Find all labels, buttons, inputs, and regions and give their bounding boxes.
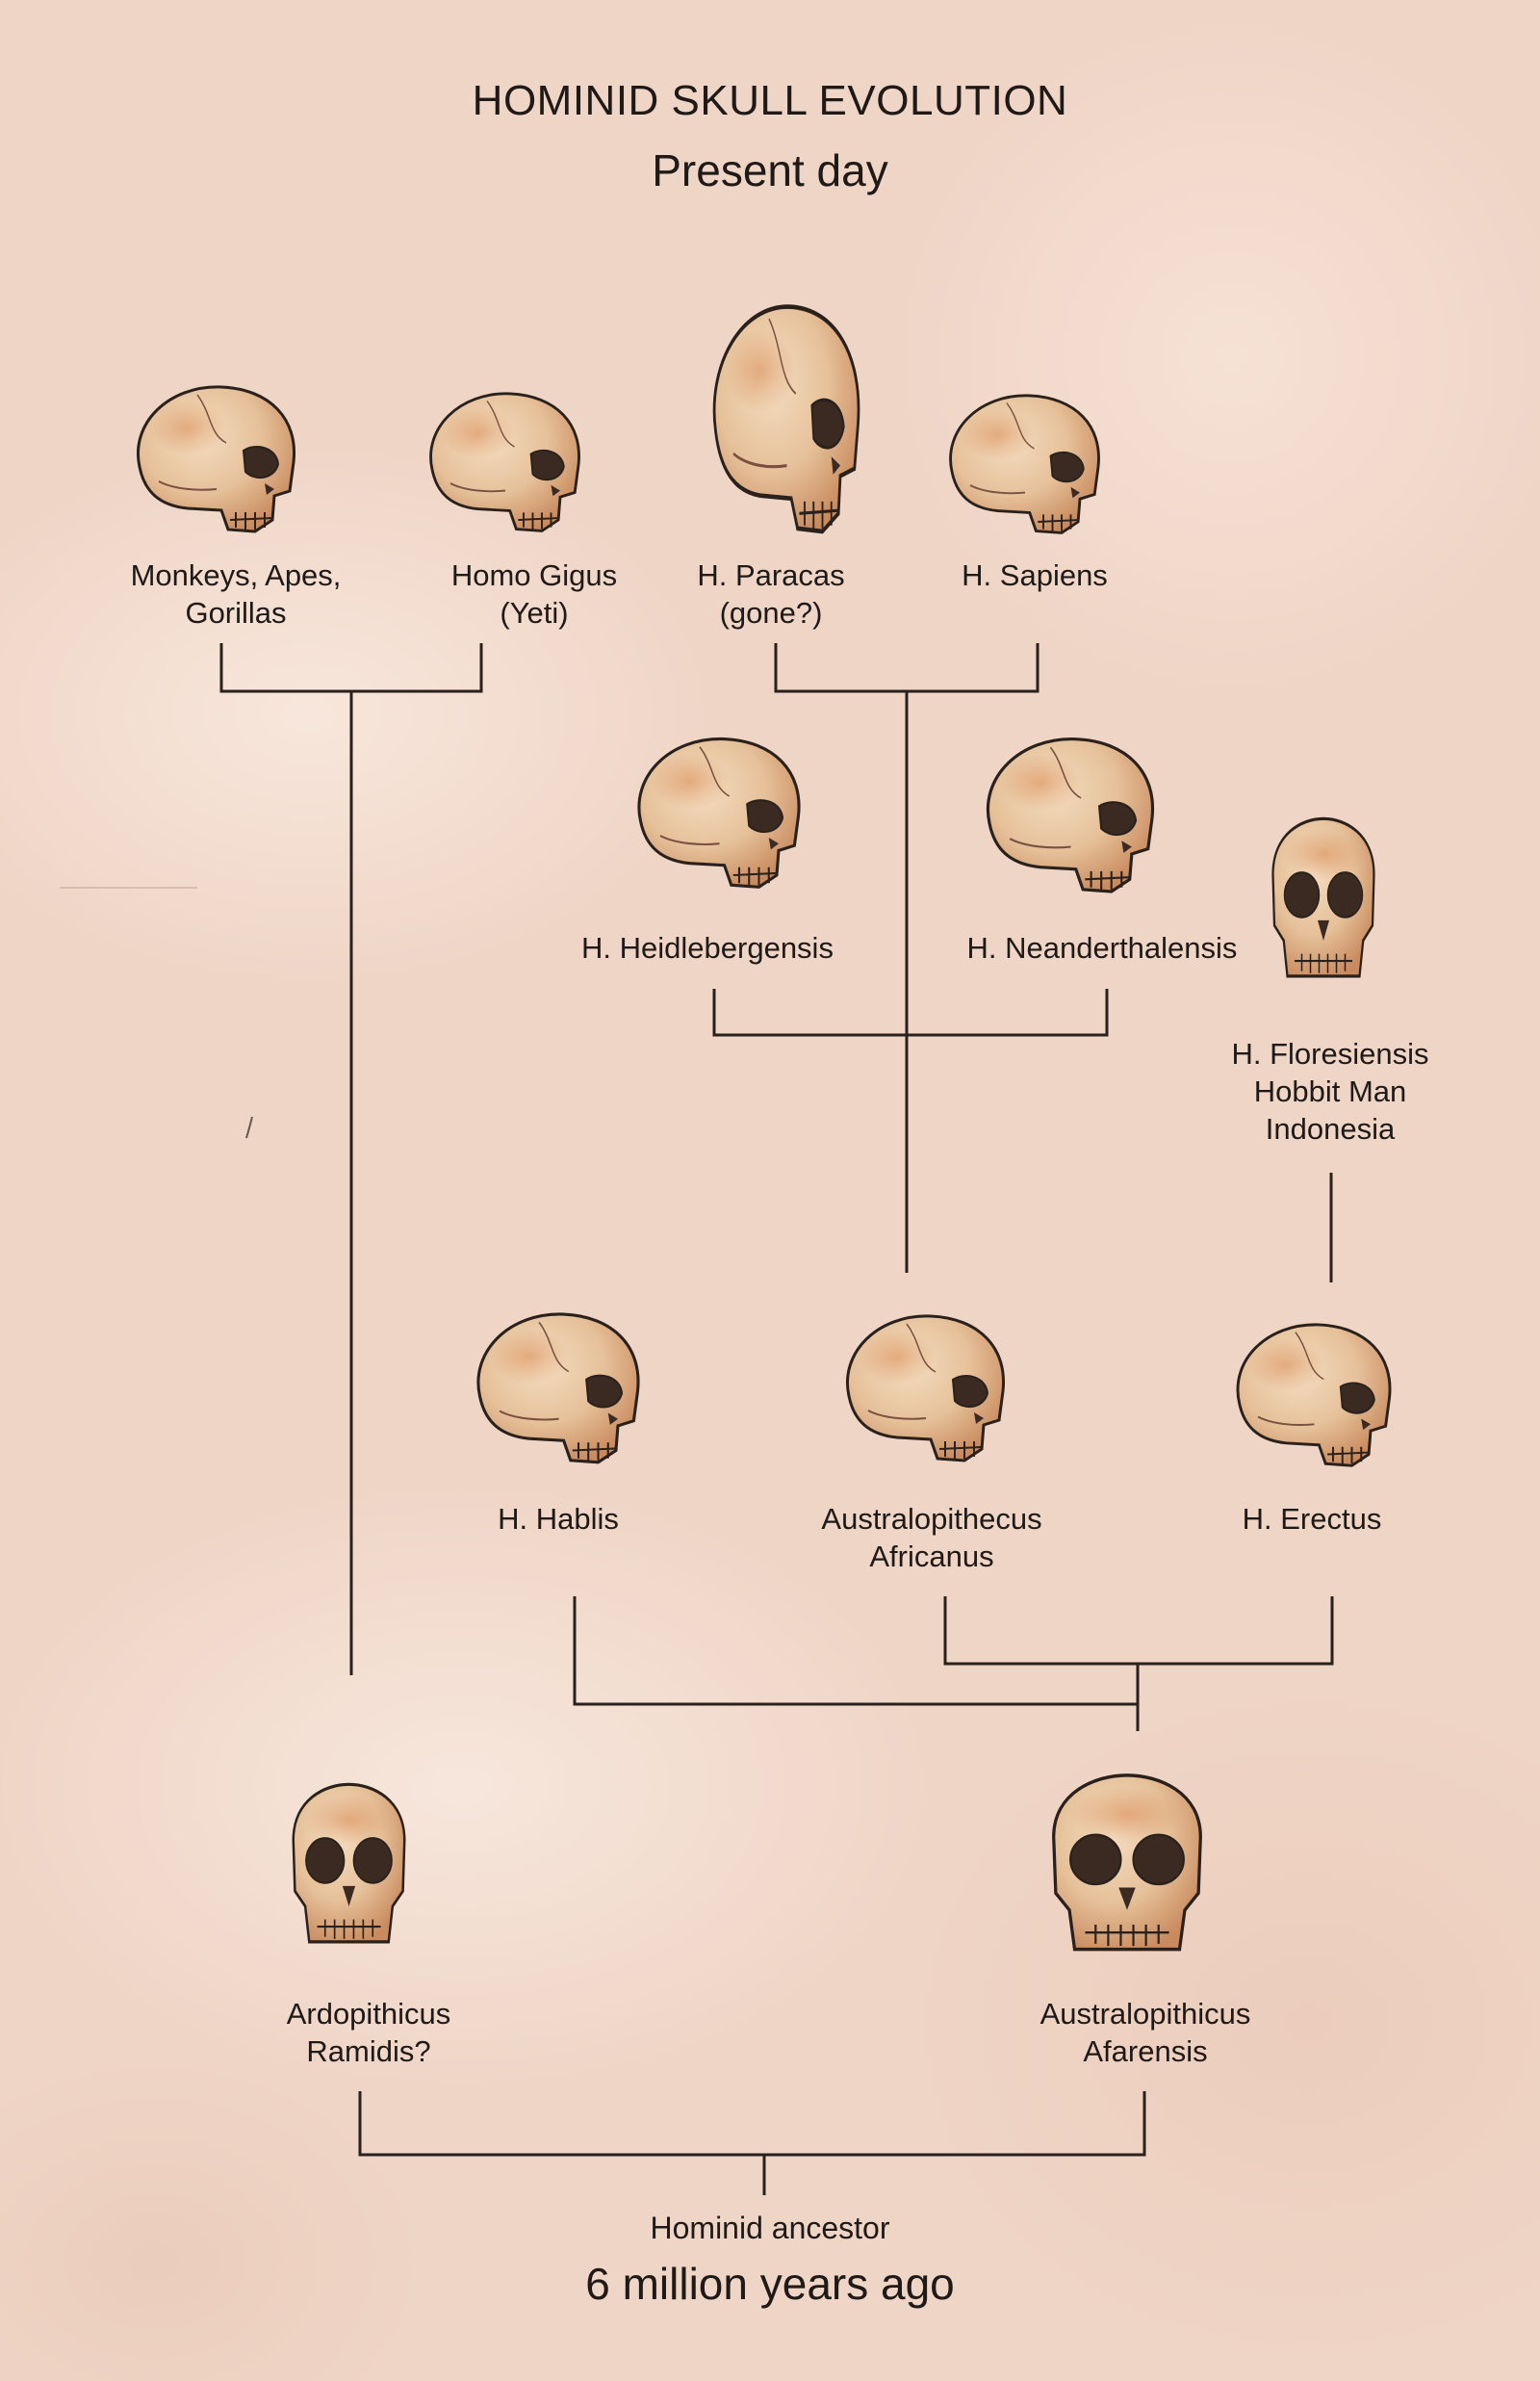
label-gigus: Homo Gigus (Yeti) bbox=[450, 558, 618, 630]
skull-heidelbergensis-icon bbox=[637, 737, 801, 889]
line-monkeys-gigus bbox=[219, 643, 483, 693]
skull-neanderthalensis-icon bbox=[986, 738, 1155, 893]
label-floresiensis: H. Floresiensis Hobbit Man Indonesia bbox=[1231, 1037, 1429, 1146]
skull-monkeys-icon bbox=[136, 385, 296, 533]
skull-sapiens-icon bbox=[949, 394, 1100, 534]
label-afarensis: Australopithicus Afarensis bbox=[1040, 1997, 1251, 2068]
skull-ramidis-icon bbox=[292, 1782, 406, 1944]
skull-hablis-icon bbox=[476, 1312, 640, 1464]
label-neanderthalensis: H. Neanderthalensis bbox=[966, 931, 1238, 965]
label-paracas: H. Paracas (gone?) bbox=[697, 558, 845, 630]
line-hablis bbox=[573, 1596, 1138, 1706]
skull-paracas-icon bbox=[698, 289, 876, 558]
line-heidel-neander bbox=[712, 989, 1109, 1037]
label-heidelbergensis: H. Heidlebergensis bbox=[581, 931, 834, 965]
label-africanus: Australopithecus Africanus bbox=[821, 1502, 1042, 1573]
label-sapiens: H. Sapiens bbox=[962, 558, 1108, 592]
line-paracas-sapiens bbox=[774, 643, 1040, 693]
skull-africanus-icon bbox=[845, 1314, 1006, 1462]
label-hablis: H. Hablis bbox=[498, 1502, 619, 1536]
ancestor-label: Hominid ancestor bbox=[650, 2211, 890, 2245]
skull-gigus-icon bbox=[429, 392, 580, 532]
skull-erectus-icon bbox=[1236, 1323, 1392, 1467]
skull-afarensis-icon bbox=[1051, 1773, 1203, 1952]
skull-floresiensis-icon bbox=[1270, 816, 1376, 978]
line-root-bracket bbox=[358, 2091, 1146, 2157]
present-day-label: Present day bbox=[652, 145, 888, 195]
label-ramidis: Ardopithicus Ramidis? bbox=[286, 1997, 451, 2068]
diagram-title: HOMINID SKULL EVOLUTION bbox=[472, 77, 1068, 124]
label-erectus: H. Erectus bbox=[1242, 1502, 1382, 1536]
line-africanus-erectus bbox=[943, 1596, 1334, 1666]
time-label: 6 million years ago bbox=[585, 2259, 955, 2309]
label-monkeys: Monkeys, Apes, Gorillas bbox=[130, 558, 342, 630]
